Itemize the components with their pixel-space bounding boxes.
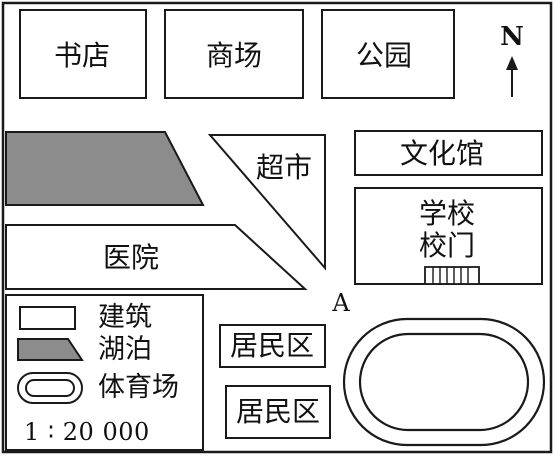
school-gate-mark [424, 266, 480, 285]
supermarket-label: 超市 [255, 151, 313, 184]
school-label: 学校 [418, 197, 476, 230]
cultural-center-label: 文化馆 [399, 137, 485, 170]
lake-shape [5, 131, 205, 206]
hospital-block [5, 224, 308, 290]
legend-building-label: 建筑 [98, 302, 152, 333]
mall-label: 商场 [205, 39, 263, 72]
cultural-center-block [354, 130, 543, 176]
hospital-label: 医院 [102, 241, 160, 274]
mall-block [164, 9, 304, 99]
legend-stadium-swatch-inner [25, 379, 75, 397]
legend-lake-label: 湖泊 [98, 334, 152, 365]
park-label: 公园 [355, 39, 413, 72]
residential-2-block [225, 385, 331, 439]
scale-label: 1 ∶ 20 000 [24, 418, 150, 446]
point-a-label: A [332, 289, 350, 317]
north-letter: N [500, 22, 524, 52]
north-arrow-head [506, 56, 518, 70]
school-gate-label: 校门 [418, 229, 476, 262]
residential-1-label: 居民区 [229, 329, 315, 362]
supermarket-block [207, 134, 326, 271]
legend-building-swatch [19, 306, 76, 330]
school-gate-bars [432, 267, 469, 284]
legend-lake-swatch [17, 338, 84, 361]
residential-1-block [219, 324, 326, 368]
bookstore-block [19, 9, 147, 99]
bookstore-label: 书店 [53, 39, 111, 72]
residential-2-label: 居民区 [235, 395, 321, 428]
stadium-inner [358, 332, 530, 432]
park-block [321, 9, 455, 99]
legend-stadium-label: 体育场 [98, 372, 179, 403]
